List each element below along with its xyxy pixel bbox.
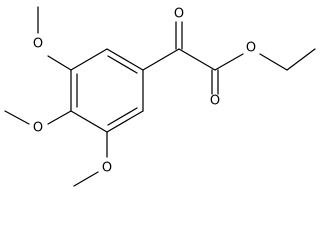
ring-bond xyxy=(106,110,144,133)
ester-to-oxygen-bond xyxy=(214,53,244,71)
ester-carbonyl-oxygen-label: O xyxy=(210,94,220,109)
methoxy-bottom-oxygen-label: O xyxy=(102,161,112,176)
ring-to-oxygen-bond xyxy=(47,55,72,71)
ring-to-ketone-bond xyxy=(142,48,180,71)
methoxy-top-oxygen-label: O xyxy=(33,37,43,52)
methoxy-middle xyxy=(4,110,72,125)
structure-diagram: O O O O O O xyxy=(4,6,316,187)
ketone-to-ester-bond xyxy=(178,48,216,71)
ring-to-oxygen-bond xyxy=(47,110,72,125)
ring-double-bond xyxy=(107,55,138,74)
ketone-oxygen-label: O xyxy=(174,7,184,22)
ring-double-bond xyxy=(107,107,138,126)
oxygen-to-ethyl-bond xyxy=(259,53,288,71)
ethyl-bond xyxy=(286,48,316,71)
ring-bond xyxy=(70,48,108,71)
ring-bond xyxy=(70,110,108,133)
methoxy-top xyxy=(37,6,72,71)
ring-bond xyxy=(106,48,144,71)
molecule-drawing: O O O O O O xyxy=(4,6,316,187)
oxygen-to-methyl-bond xyxy=(73,171,99,187)
keto-ester-chain xyxy=(142,21,316,95)
ester-ether-oxygen-label: O xyxy=(246,41,256,56)
benzene-ring xyxy=(70,48,144,133)
methoxy-bottom xyxy=(73,131,108,187)
oxygen-to-methyl-bond xyxy=(4,110,30,125)
methoxy-middle-oxygen-label: O xyxy=(33,121,43,136)
